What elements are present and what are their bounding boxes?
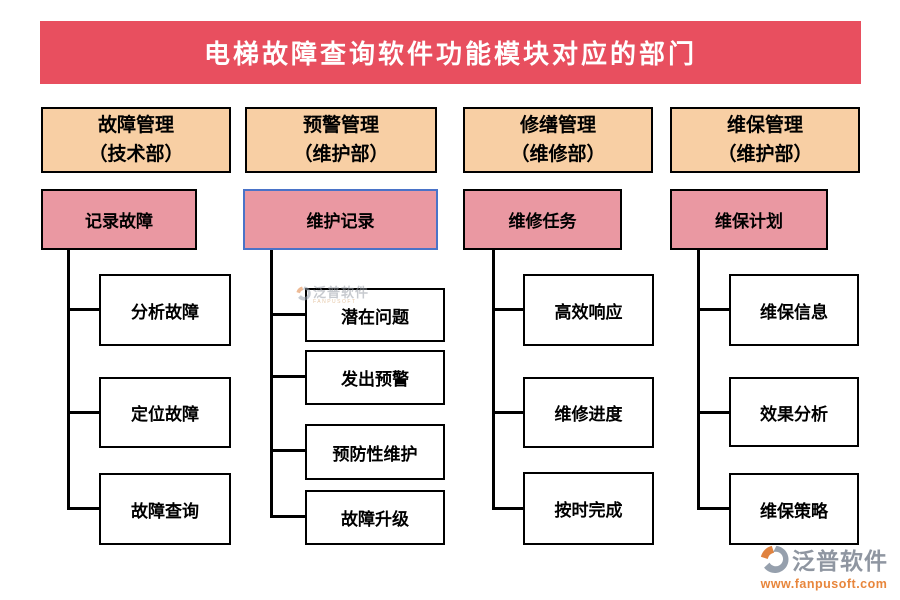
node-label: 高效响应 bbox=[554, 302, 623, 322]
header-label: 故障管理 bbox=[97, 114, 174, 136]
connector-line bbox=[492, 250, 495, 510]
connector-line bbox=[697, 250, 700, 510]
connector-line bbox=[270, 250, 273, 518]
connector-line bbox=[270, 449, 305, 452]
node-fault-query: 故障查询 bbox=[99, 473, 231, 545]
node-preventive-maintenance: 预防性维护 bbox=[305, 424, 445, 480]
header-dept: （维护部） bbox=[717, 144, 813, 165]
header-dept: （维修部） bbox=[510, 144, 606, 165]
connector-line bbox=[270, 375, 305, 378]
node-label: 维保策略 bbox=[760, 501, 828, 521]
node-analyze-fault: 分析故障 bbox=[99, 274, 231, 346]
connector-line bbox=[492, 411, 523, 414]
node-on-time-completion: 按时完成 bbox=[523, 472, 654, 545]
connector-line bbox=[67, 507, 99, 510]
fanpu-logo-icon bbox=[296, 286, 311, 301]
vendor-url: www.fanpusoft.com bbox=[760, 577, 888, 591]
node-label: 发出预警 bbox=[341, 370, 409, 389]
node-label: 维修进度 bbox=[554, 405, 623, 424]
module-label: 维修任务 bbox=[508, 212, 577, 231]
vendor-logo: 泛普软件 www.fanpusoft.com bbox=[760, 542, 888, 591]
node-label: 故障查询 bbox=[131, 501, 199, 521]
node-upkeep-strategy: 维保策略 bbox=[729, 473, 859, 545]
connector-line bbox=[270, 313, 305, 316]
module-record-fault: 记录故障 bbox=[41, 189, 197, 250]
module-upkeep-plan: 维保计划 bbox=[670, 189, 828, 250]
connector-line bbox=[67, 308, 99, 311]
node-label: 故障升级 bbox=[341, 510, 409, 529]
node-locate-fault: 定位故障 bbox=[99, 377, 231, 448]
connector-line bbox=[492, 507, 523, 510]
node-label: 分析故障 bbox=[131, 302, 199, 322]
node-upkeep-info: 维保信息 bbox=[729, 274, 859, 346]
header-label: 修缮管理 bbox=[519, 114, 596, 136]
node-label: 定位故障 bbox=[131, 405, 199, 424]
module-label: 维保计划 bbox=[715, 212, 783, 231]
node-potential-issues: 潜在问题 bbox=[305, 288, 445, 342]
node-label: 潜在问题 bbox=[341, 307, 409, 327]
node-issue-warning: 发出预警 bbox=[305, 350, 445, 405]
header-label: 预警管理 bbox=[302, 114, 379, 136]
node-label: 效果分析 bbox=[760, 404, 828, 424]
connector-line bbox=[697, 308, 729, 311]
connector-line bbox=[697, 411, 729, 414]
node-label: 按时完成 bbox=[554, 501, 623, 520]
module-label: 维护记录 bbox=[306, 212, 375, 231]
node-efficient-response: 高效响应 bbox=[523, 274, 654, 346]
title-banner: 电梯故障查询软件功能模块对应的部门 bbox=[40, 21, 861, 84]
connector-line bbox=[67, 250, 70, 510]
module-maintenance-record: 维护记录 bbox=[243, 189, 438, 250]
watermark: 泛普软件 FANPUSOFT bbox=[296, 286, 369, 305]
watermark-text: 泛普软件 bbox=[313, 285, 370, 300]
node-label: 预防性维护 bbox=[332, 444, 418, 464]
header-repair-management: 修缮管理 （维修部） bbox=[463, 107, 653, 173]
header-fault-management: 故障管理 （技术部） bbox=[41, 107, 231, 173]
header-upkeep-management: 维保管理 （维护部） bbox=[670, 107, 860, 173]
connector-line bbox=[492, 308, 523, 311]
vendor-name: 泛普软件 bbox=[792, 548, 888, 574]
watermark-subtext: FANPUSOFT bbox=[313, 299, 357, 305]
node-repair-progress: 维修进度 bbox=[523, 377, 654, 448]
node-fault-escalation: 故障升级 bbox=[305, 490, 445, 545]
node-effect-analysis: 效果分析 bbox=[729, 377, 859, 447]
header-warning-management: 预警管理 （维护部） bbox=[245, 107, 437, 173]
header-dept: （维护部） bbox=[293, 144, 389, 165]
node-label: 维保信息 bbox=[760, 302, 828, 322]
connector-line bbox=[697, 507, 729, 510]
header-dept: （技术部） bbox=[88, 144, 184, 165]
header-label: 维保管理 bbox=[726, 114, 803, 136]
connector-line bbox=[67, 411, 99, 414]
page-title: 电梯故障查询软件功能模块对应的部门 bbox=[203, 40, 697, 69]
module-repair-task: 维修任务 bbox=[463, 189, 622, 250]
module-label: 记录故障 bbox=[85, 212, 153, 231]
fanpu-logo-icon bbox=[760, 545, 789, 574]
connector-line bbox=[270, 515, 305, 518]
